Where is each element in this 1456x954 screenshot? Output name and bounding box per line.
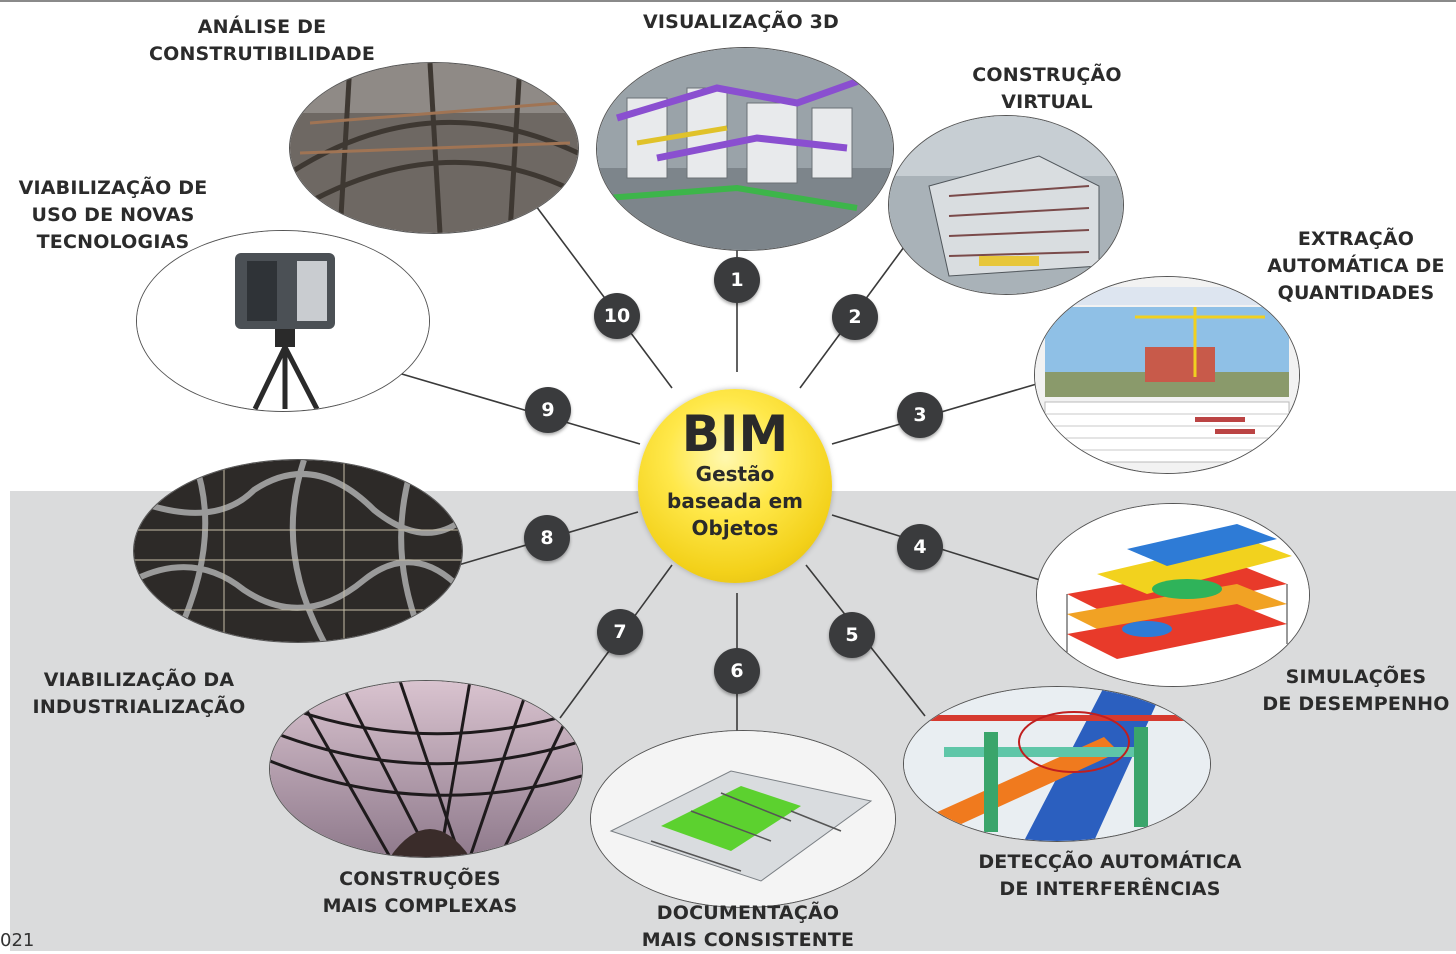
footer-year-fragment: 021	[0, 930, 35, 951]
top-rule	[0, 0, 1456, 2]
badge-8: 8	[524, 515, 570, 561]
image-steel-construction-site	[289, 62, 579, 234]
connector-9	[394, 371, 641, 445]
image-lattice-roof-structure	[269, 680, 583, 858]
badge-7: 7	[597, 609, 643, 655]
image-crane-site-software-screenshot	[1034, 276, 1300, 474]
badge-9: 9	[525, 387, 571, 433]
image-virtual-building-render	[888, 115, 1124, 295]
badge-6: 6	[714, 648, 760, 694]
center-line-3: Objetos	[691, 516, 779, 540]
image-building-systems-3d-model	[596, 47, 894, 251]
badge-3: 3	[897, 392, 943, 438]
connector-10	[529, 197, 673, 389]
badge-4: 4	[897, 524, 943, 570]
badge-5: 5	[829, 612, 875, 658]
badge-1: 1	[714, 257, 760, 303]
image-steel-node-structure	[133, 459, 463, 643]
image-laser-scanner-tripod	[136, 230, 430, 412]
center-line-2: baseada em	[667, 489, 803, 513]
label-1: VISUALIZAÇÃO 3D	[642, 11, 840, 33]
badge-10: 10	[594, 293, 640, 339]
image-floor-plan-3d-model	[590, 730, 896, 908]
bim-center-circle: BIM Gestão baseada em Objetos	[638, 389, 832, 583]
center-line-1: Gestão	[695, 462, 775, 486]
image-pipe-clash-detection	[903, 686, 1211, 842]
center-title: BIM	[681, 405, 789, 463]
image-thermal-heatmap-building	[1036, 503, 1310, 687]
badge-2: 2	[832, 294, 878, 340]
